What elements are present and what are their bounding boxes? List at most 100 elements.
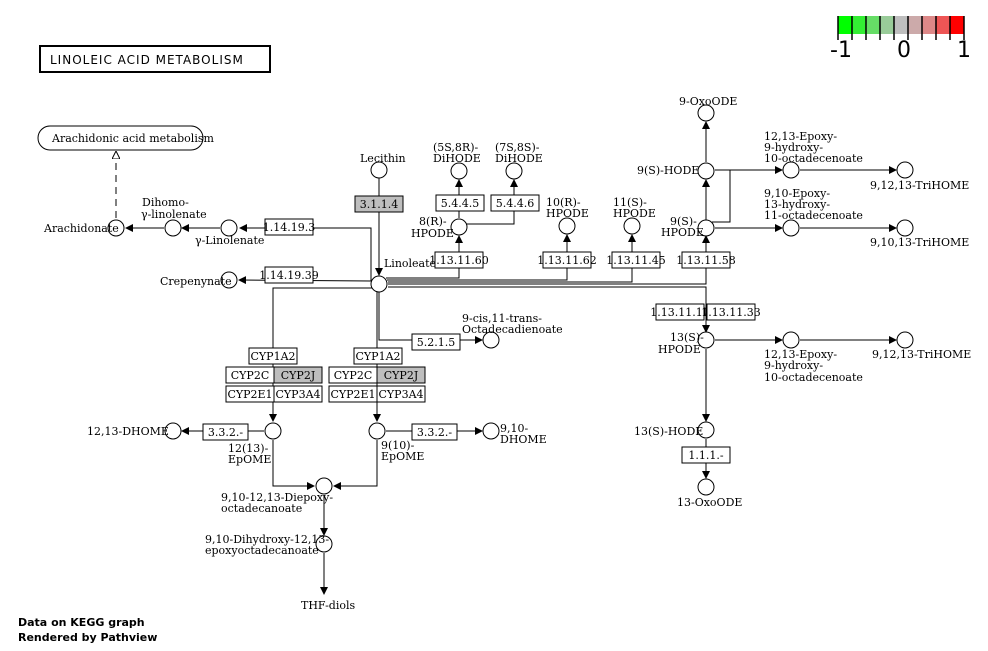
enzyme-e5215[interactable]: 5.2.1.5 xyxy=(411,333,461,351)
enzyme-e113133[interactable]: 1.13.11.33 xyxy=(701,303,761,321)
legend-swatch xyxy=(852,16,866,34)
enzyme-box xyxy=(376,366,426,384)
enzyme-cyp2j_b[interactable]: CYP2J xyxy=(376,366,426,384)
compound-label-dihydroxy-1: 9,10-Dihydroxy-12,13- xyxy=(205,533,329,546)
enzyme-label: 1.13.11.45 xyxy=(606,254,665,267)
compound-node-13s-hode[interactable] xyxy=(697,421,715,439)
compound-node-9-10-dhome[interactable] xyxy=(482,422,500,440)
enzyme-label: CYP2E1 xyxy=(227,388,272,401)
compound-node-9s-hpode[interactable] xyxy=(697,219,715,237)
legend-min: -1 xyxy=(830,38,852,63)
compound-label-10r-hpode-1: 10(R)- xyxy=(546,196,581,209)
compound-label-8r-hpode-1: 8(R)- xyxy=(419,215,447,228)
compound-node-linoleate[interactable] xyxy=(370,275,388,293)
enzyme-cyp2c_a[interactable]: CYP2C xyxy=(225,366,275,384)
enzyme-box xyxy=(611,251,661,269)
enzyme-cyp2j_a[interactable]: CYP2J xyxy=(273,366,323,384)
enzyme-e11311[interactable]: 1.13.11.60 xyxy=(429,251,489,269)
compound-label-9-10-dhome-2: DHOME xyxy=(500,433,547,446)
compound-label-11s-hpode-2: HPODE xyxy=(613,207,656,220)
compound-node-58-dihode[interactable] xyxy=(450,162,468,180)
compound-node-trihome-a[interactable] xyxy=(896,161,914,179)
enzyme-cyp1a2_b[interactable]: CYP1A2 xyxy=(353,347,403,365)
compound-label-trihome-c: 9,12,13-TriHOME xyxy=(872,348,971,361)
enzyme-cyp2e1_b[interactable]: CYP2E1 xyxy=(328,385,378,403)
compound-node-12-13-epome[interactable] xyxy=(264,422,282,440)
enzyme-label: CYP2E1 xyxy=(330,388,375,401)
enzyme-e113158[interactable]: 1.13.11.58 xyxy=(676,251,736,269)
compound-node-10r-hpode[interactable] xyxy=(558,217,576,235)
enzyme-box xyxy=(273,366,323,384)
compound-node-epoxy-b[interactable] xyxy=(782,219,800,237)
enzyme-label: 1.13.11.58 xyxy=(676,254,735,267)
enzyme-box xyxy=(706,303,756,321)
compound-node-lecithin[interactable] xyxy=(370,161,388,179)
compound-node-trihome-c[interactable] xyxy=(896,331,914,349)
compound-node-13-oxoode[interactable] xyxy=(697,478,715,496)
compound-node-epoxy-a[interactable] xyxy=(782,161,800,179)
compound-label-11s-hpode-1: 11(S)- xyxy=(613,196,647,209)
enzyme-label: 3.1.1.4 xyxy=(360,198,398,211)
compound-node-9s-hode[interactable] xyxy=(697,162,715,180)
color-legend xyxy=(837,16,965,40)
compound-node-11s-hpode[interactable] xyxy=(623,217,641,235)
compound-label-epoxy-b-3: 11-octadecenoate xyxy=(764,209,863,222)
legend-swatch xyxy=(838,16,852,34)
enzyme-e11419b[interactable]: 1.14.19.39 xyxy=(259,266,319,284)
compound-node-78-dihode[interactable] xyxy=(505,162,523,180)
compound-node-epoxy-c[interactable] xyxy=(782,331,800,349)
compound-node-8r-hpode[interactable] xyxy=(450,218,468,236)
enzyme-box xyxy=(376,385,426,403)
compound-node-13s-hpode[interactable] xyxy=(697,331,715,349)
enzyme-e332a[interactable]: 3.3.2.- xyxy=(202,423,249,441)
compound-node-arachidonate[interactable] xyxy=(107,219,125,237)
compound-node-diepoxy[interactable] xyxy=(315,477,333,495)
enzyme-e5446[interactable]: 5.4.4.6 xyxy=(490,194,540,212)
enzyme-e3114[interactable]: 3.1.1.4 xyxy=(354,195,404,213)
compound-label-9s-hpode-1: 9(S)- xyxy=(670,215,697,228)
enzyme-box xyxy=(202,423,249,441)
enzyme-label: CYP3A4 xyxy=(378,388,423,401)
enzyme-cyp3a4_a[interactable]: CYP3A4 xyxy=(273,385,323,403)
compound-label-9-cis-1: 9-cis,11-trans- xyxy=(462,312,542,325)
compound-node-9-cis[interactable] xyxy=(482,331,500,349)
compound-label-diepoxy-2: octadecanoate xyxy=(221,502,302,515)
enzyme-e11419[interactable]: 1.14.19.3 xyxy=(263,218,315,236)
compound-node-trihome-b[interactable] xyxy=(896,219,914,237)
enzyme-label: CYP3A4 xyxy=(275,388,320,401)
enzyme-boxes: 3.1.1.4 1.14.19.3 1.14.19.39 5.4.4.5 5.4.4.6… xyxy=(202,194,761,464)
compound-label-diepoxy-1: 9,10-12,13-Diepoxy- xyxy=(221,491,333,504)
legend-mid: 0 xyxy=(897,38,911,63)
compound-node-dihomo[interactable] xyxy=(164,219,182,237)
compound-label-arachidonate: Arachidonate xyxy=(43,222,119,235)
enzyme-label: 3.3.2.- xyxy=(208,426,243,439)
compound-node-12-13-dhome[interactable] xyxy=(164,422,182,440)
enzyme-e332b[interactable]: 3.3.2.- xyxy=(411,423,458,441)
enzyme-e113112[interactable]: 1.13.11.12 xyxy=(650,303,710,321)
compound-node-gamma-linolenate[interactable] xyxy=(220,219,238,237)
enzyme-e111[interactable]: 1.1.1.- xyxy=(681,446,731,464)
compound-node-9-oxoode[interactable] xyxy=(697,104,715,122)
enzyme-e113145[interactable]: 1.13.11.45 xyxy=(606,251,666,269)
enzyme-cyp2c_b[interactable]: CYP2C xyxy=(328,366,378,384)
compound-label-gamma-linolenate: γ-Linolenate xyxy=(195,234,264,247)
enzyme-label: CYP2J xyxy=(281,369,316,382)
compound-label-13-oxoode: 13-OxoODE xyxy=(677,496,742,509)
enzyme-label: 1.13.11.33 xyxy=(701,306,760,319)
compound-label-12-13-epome-1: 12(13)- xyxy=(228,442,269,455)
compound-node-9-10-epome[interactable] xyxy=(368,422,386,440)
compound-label-78-dihode-2: DiHODE xyxy=(495,152,543,165)
enzyme-cyp3a4_b[interactable]: CYP3A4 xyxy=(376,385,426,403)
enzyme-box xyxy=(435,194,485,212)
enzyme-label: CYP2C xyxy=(231,369,270,382)
linked-map-box[interactable] xyxy=(37,125,204,151)
compound-label-epoxy-a-2: 9-hydroxy- xyxy=(764,141,823,154)
enzyme-cyp2e1_a[interactable]: CYP2E1 xyxy=(225,385,275,403)
enzyme-e5445[interactable]: 5.4.4.5 xyxy=(435,194,485,212)
legend-swatch xyxy=(894,16,908,34)
compound-node-dihydroxy[interactable] xyxy=(315,535,333,553)
compound-node-crepenynate[interactable] xyxy=(220,271,238,289)
enzyme-label: 1.14.19.39 xyxy=(259,269,318,282)
enzyme-cyp1a2_a[interactable]: CYP1A2 xyxy=(248,347,298,365)
enzyme-e113162[interactable]: 1.13.11.62 xyxy=(537,251,597,269)
